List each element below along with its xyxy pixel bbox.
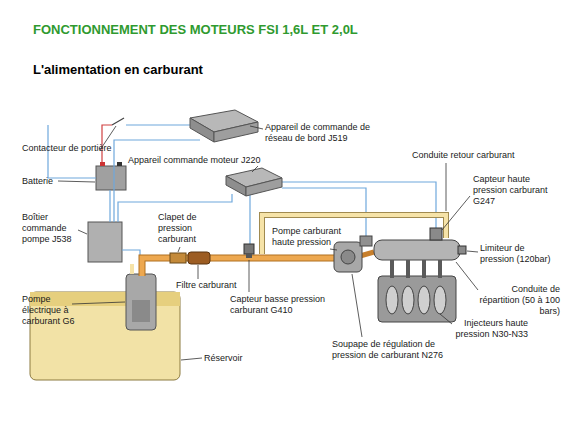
leader-line (78, 230, 87, 234)
door-switch (112, 118, 124, 125)
part-label: Capteur haute pression carburant G247 (473, 174, 555, 207)
pump-control-box (88, 222, 122, 262)
cylinder (434, 286, 446, 314)
pressure-limiter (458, 246, 466, 254)
battery-terminal (100, 162, 105, 166)
part-label: Boîtier commande pompe J538 (22, 212, 78, 245)
leader-line (250, 126, 263, 129)
leader-line (58, 181, 95, 182)
cylinder (402, 286, 414, 314)
high-pressure-sensor (430, 228, 442, 240)
board-network-unit-front (214, 122, 258, 142)
cylinder (418, 286, 430, 314)
high-pressure-pump (334, 242, 362, 272)
leader-line (72, 302, 125, 304)
part-label: Capteur basse pression carburant G410 (230, 294, 338, 316)
pump-cam (341, 250, 355, 264)
engine-control-unit-side (226, 176, 246, 196)
leader-line (467, 251, 478, 252)
sensor-stem (246, 254, 252, 258)
distribution-rail (374, 240, 460, 260)
part-label: Contacteur de portière (22, 143, 132, 154)
leader-line (178, 247, 180, 252)
injector (438, 260, 442, 278)
part-label: Pompe électrique à carburant G6 (22, 294, 82, 327)
part-label: Clapet de pression carburant (158, 212, 222, 245)
cylinders (386, 260, 446, 314)
return-line (130, 264, 134, 274)
reservoir-top (30, 292, 180, 306)
title: FONCTIONNEMENT DES MOTEURS FSI 1,6L ET 2… (33, 22, 358, 37)
part-label: Batterie (22, 176, 82, 187)
part-label: Injecteurs haute pression N30-N33 (454, 318, 528, 340)
leader-line (440, 314, 452, 324)
wire (126, 124, 190, 125)
injector (422, 260, 426, 278)
wire (249, 194, 250, 244)
part-label: Pompe carburant haute pression (272, 226, 358, 248)
injector (390, 260, 394, 278)
part-label: Filtre carburant (176, 280, 266, 291)
board-network-unit-side (190, 118, 214, 142)
fuel-filter (188, 252, 210, 264)
engine-control-unit-front (246, 178, 282, 196)
part-label: Appareil commande moteur J220 (128, 155, 268, 166)
leader-line (352, 274, 362, 337)
wire (282, 182, 436, 228)
leader-line (181, 358, 202, 360)
battery-terminal (117, 162, 122, 166)
low-pressure-sensor (244, 244, 254, 254)
leader-line (456, 262, 478, 290)
pump-motor (132, 300, 150, 322)
subtitle: L'alimentation en carburant (33, 62, 293, 77)
leader-line (249, 260, 250, 292)
leader-line (252, 166, 258, 172)
part-label: Soupape de régulation de pression de car… (332, 339, 448, 361)
part-label: Limiteur de pression (120bar) (480, 243, 560, 265)
wire (114, 140, 200, 222)
part-label: Appareil de commande de réseau de bord J… (265, 122, 377, 144)
injector (406, 260, 410, 278)
part-label: Conduite de répartition (50 à 100 bars) (478, 284, 560, 317)
battery (96, 166, 126, 190)
leader-line (442, 196, 470, 230)
leader-line (330, 249, 337, 250)
part-label: Conduite retour carburant (412, 150, 542, 161)
cylinder (386, 286, 398, 314)
electric-pump (126, 274, 156, 330)
engine-block (378, 276, 456, 322)
leader-lines (58, 126, 478, 360)
part-label: Réservoir (204, 353, 274, 364)
regulating-valve (360, 236, 372, 246)
pressure-valve (170, 253, 186, 263)
wire (109, 190, 110, 222)
leader-line (198, 265, 199, 279)
leader-line (446, 163, 447, 211)
